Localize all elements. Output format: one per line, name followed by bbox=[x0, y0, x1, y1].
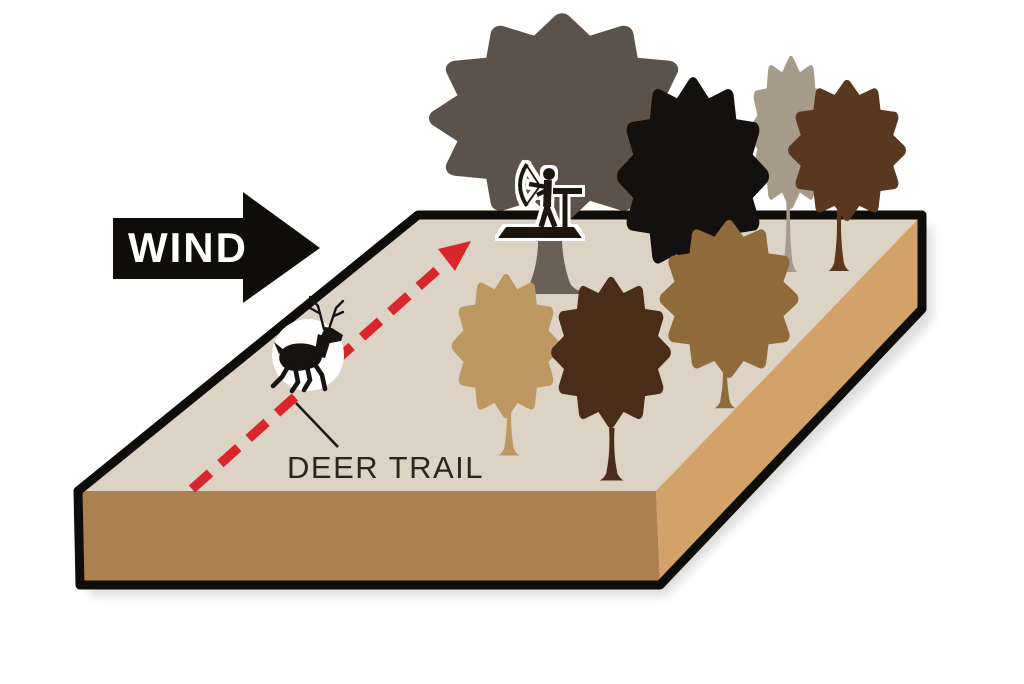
wind-label: WIND bbox=[128, 224, 248, 271]
deer-icon bbox=[270, 295, 345, 394]
deer-silhouette bbox=[270, 295, 345, 394]
treestand-tree-trunk bbox=[514, 224, 586, 294]
plot-front-face bbox=[78, 491, 660, 585]
wind-arrow-icon: WIND bbox=[113, 192, 320, 303]
wind-arrow-shape bbox=[113, 192, 320, 303]
trail-arrowhead bbox=[438, 241, 471, 271]
deer-trail-pointer-line bbox=[295, 402, 339, 448]
plot-side-face bbox=[656, 215, 922, 585]
deer-trail-label: DEER TRAIL bbox=[287, 450, 484, 485]
plot-outline bbox=[73, 210, 927, 590]
hunter-treestand-icon bbox=[498, 162, 582, 238]
